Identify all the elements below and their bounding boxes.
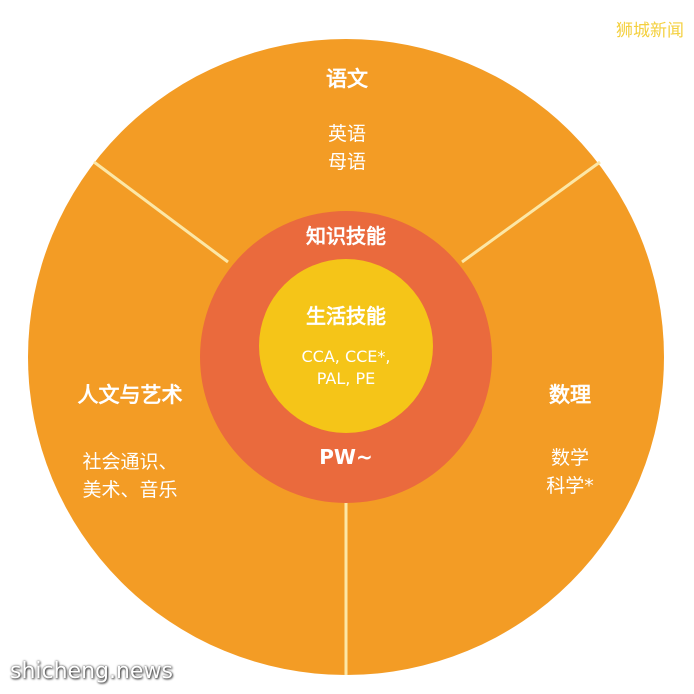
- segment-title-language: 语文: [326, 67, 368, 91]
- life-skills-core: [259, 259, 433, 433]
- pw-label: PW~: [319, 445, 373, 469]
- life-skills-subjects: CCA, CCE*, PAL, PE: [266, 346, 426, 390]
- segment-items-humanities: 社会通识、 美术、音乐: [45, 448, 215, 504]
- knowledge-skills-label: 知识技能: [306, 224, 386, 248]
- watermark-top-right: 狮城新闻: [616, 21, 684, 41]
- life-skills-title: 生活技能: [306, 304, 386, 328]
- divider-left: [93, 160, 229, 264]
- segment-item: 母语: [327, 151, 366, 173]
- segment-item: 数学: [550, 447, 589, 469]
- core-line: PAL, PE: [316, 369, 376, 388]
- segment-items-language: 英语 母语: [287, 120, 407, 176]
- watermark-bottom-left: shicheng.news: [10, 659, 173, 684]
- segment-item: 社会通识、: [82, 451, 178, 473]
- divider-right: [461, 160, 601, 264]
- segment-item: 美术、音乐: [82, 479, 178, 501]
- segment-title-math: 数理: [549, 383, 591, 407]
- segment-items-math: 数学 科学*: [510, 444, 630, 500]
- core-line: CCA, CCE*,: [301, 347, 391, 366]
- segment-item: 英语: [327, 123, 366, 145]
- segment-item: 科学*: [546, 475, 594, 497]
- segment-title-humanities: 人文与艺术: [77, 383, 183, 407]
